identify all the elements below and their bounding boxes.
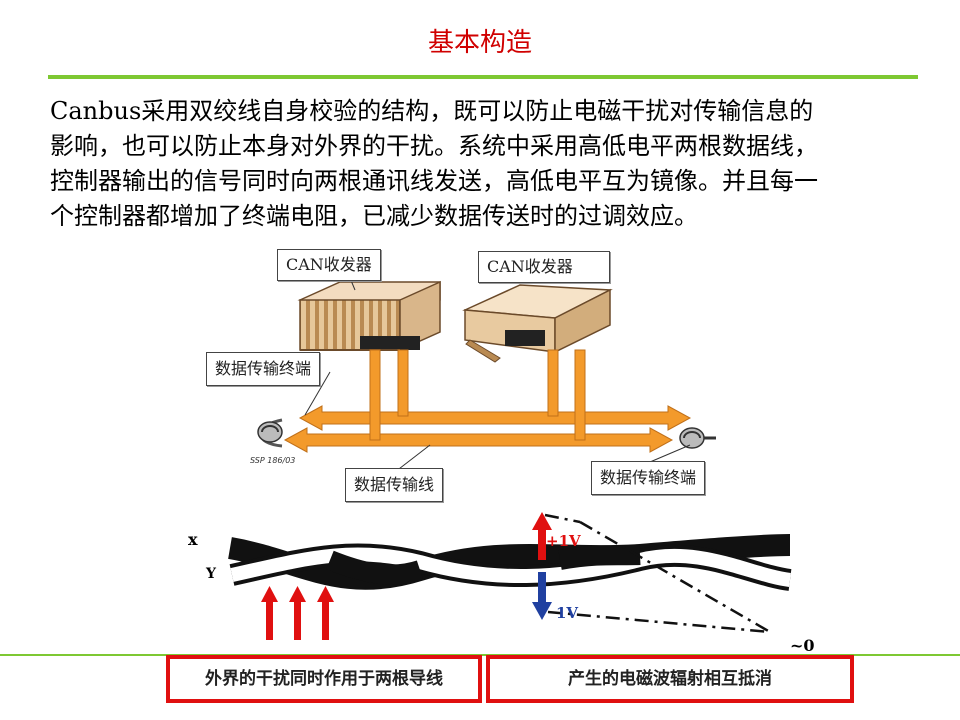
- can-module-left: [297, 280, 441, 352]
- can-transceiver-right-label: CAN收发器: [478, 251, 610, 283]
- terminator-left-label: 数据传输终端: [206, 352, 321, 386]
- interference-caption-box: 外界的干扰同时作用于两根导线: [166, 655, 482, 703]
- paragraph-line: 影响，也可以防止本身对外界的干扰。系统中采用高低电平两根数据线，: [50, 132, 818, 160]
- minus-voltage-label: 1V: [556, 604, 579, 622]
- paragraph-line: Canbus采用双绞线自身校验的结构，既可以防止电磁干扰对传输信息的: [50, 97, 814, 125]
- terminator-right: [679, 427, 716, 449]
- data-bus-label: 数据传输线: [345, 468, 444, 502]
- wire-y-label: Y: [206, 566, 216, 582]
- cancellation-lines: [544, 513, 771, 634]
- terminator-right-label: 数据传输终端: [591, 461, 706, 495]
- paragraph-line: 个控制器都增加了终端电阻，已减少数据传送时的过调效应。: [50, 202, 698, 230]
- description-paragraph: Canbus采用双绞线自身校验的结构，既可以防止电磁干扰对传输信息的 影响，也可…: [50, 94, 930, 234]
- wire-x-label: x: [188, 530, 198, 549]
- page-title: 基本构造: [427, 28, 532, 58]
- can-transceiver-left-label: CAN收发器: [277, 249, 381, 281]
- terminator-left: [257, 418, 283, 448]
- signal-arrows: [532, 512, 552, 620]
- figure-caption: SSP 186/03: [250, 456, 296, 465]
- plus-voltage-label: +1V: [546, 532, 581, 550]
- title-divider: [48, 75, 918, 79]
- cancellation-caption-box: 产生的电磁波辐射相互抵消: [486, 655, 854, 703]
- paragraph-line: 控制器输出的信号同时向两根通讯线发送，高低电平互为镜像。并且每一: [50, 167, 818, 195]
- zero-voltage-label: ~0: [790, 636, 815, 655]
- twisted-pair-cable: [228, 534, 792, 591]
- data-bus: [283, 349, 692, 453]
- can-module-right: [462, 284, 613, 363]
- interference-arrows: [261, 586, 334, 640]
